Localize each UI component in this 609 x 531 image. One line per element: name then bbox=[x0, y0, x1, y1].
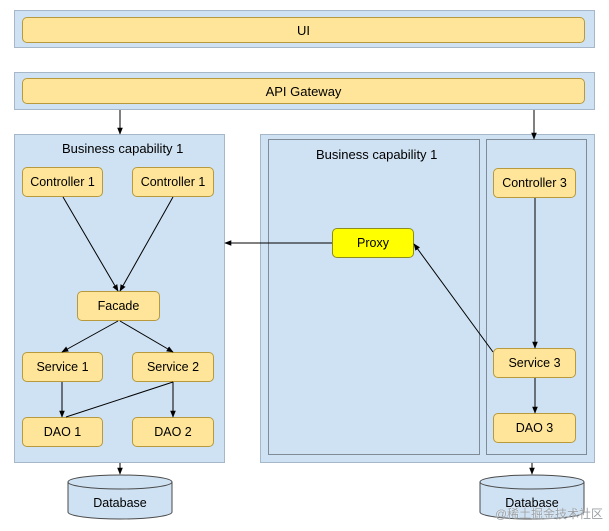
left-controller-b-label: Controller 1 bbox=[140, 175, 206, 189]
service-1-label: Service 1 bbox=[36, 360, 89, 374]
dao-1-label: DAO 1 bbox=[43, 425, 82, 439]
controller-3-node: Controller 3 bbox=[493, 168, 576, 198]
ui-label: UI bbox=[297, 22, 310, 38]
dao-1-node: DAO 1 bbox=[22, 417, 103, 447]
service-3-node: Service 3 bbox=[493, 348, 576, 378]
service-2-label: Service 2 bbox=[146, 360, 200, 374]
left-controller-b: Controller 1 bbox=[132, 167, 214, 197]
left-database-cylinder-icon bbox=[67, 474, 173, 520]
left-capability-title: Business capability 1 bbox=[62, 141, 184, 156]
dao-2-node: DAO 2 bbox=[132, 417, 214, 447]
api-gateway-label: API Gateway bbox=[265, 83, 342, 99]
api-gateway-bar: API Gateway bbox=[22, 78, 585, 104]
service-2-node: Service 2 bbox=[132, 352, 214, 382]
controller-3-label: Controller 3 bbox=[502, 176, 567, 190]
left-controller-a: Controller 1 bbox=[22, 167, 103, 197]
right-database-label: Database bbox=[505, 496, 559, 510]
dao-3-node: DAO 3 bbox=[493, 413, 576, 443]
right-database: Database bbox=[479, 474, 585, 520]
right-database-cylinder-icon bbox=[479, 474, 585, 520]
facade-node: Facade bbox=[77, 291, 160, 321]
left-database-label: Database bbox=[93, 496, 147, 510]
service-1-node: Service 1 bbox=[22, 352, 103, 382]
right-capability-title: Business capability 1 bbox=[316, 147, 438, 162]
ui-bar: UI bbox=[22, 17, 585, 43]
dao-3-label: DAO 3 bbox=[515, 421, 554, 435]
proxy-node: Proxy bbox=[332, 228, 414, 258]
left-database: Database bbox=[67, 474, 173, 520]
proxy-label: Proxy bbox=[357, 236, 389, 250]
dao-2-label: DAO 2 bbox=[154, 425, 192, 439]
facade-label: Facade bbox=[97, 299, 140, 313]
service-3-label: Service 3 bbox=[508, 356, 561, 370]
watermark-text: @稀土掘金技术社区 bbox=[494, 507, 603, 521]
right-capability-panel bbox=[268, 139, 480, 455]
left-controller-a-label: Controller 1 bbox=[30, 175, 95, 189]
